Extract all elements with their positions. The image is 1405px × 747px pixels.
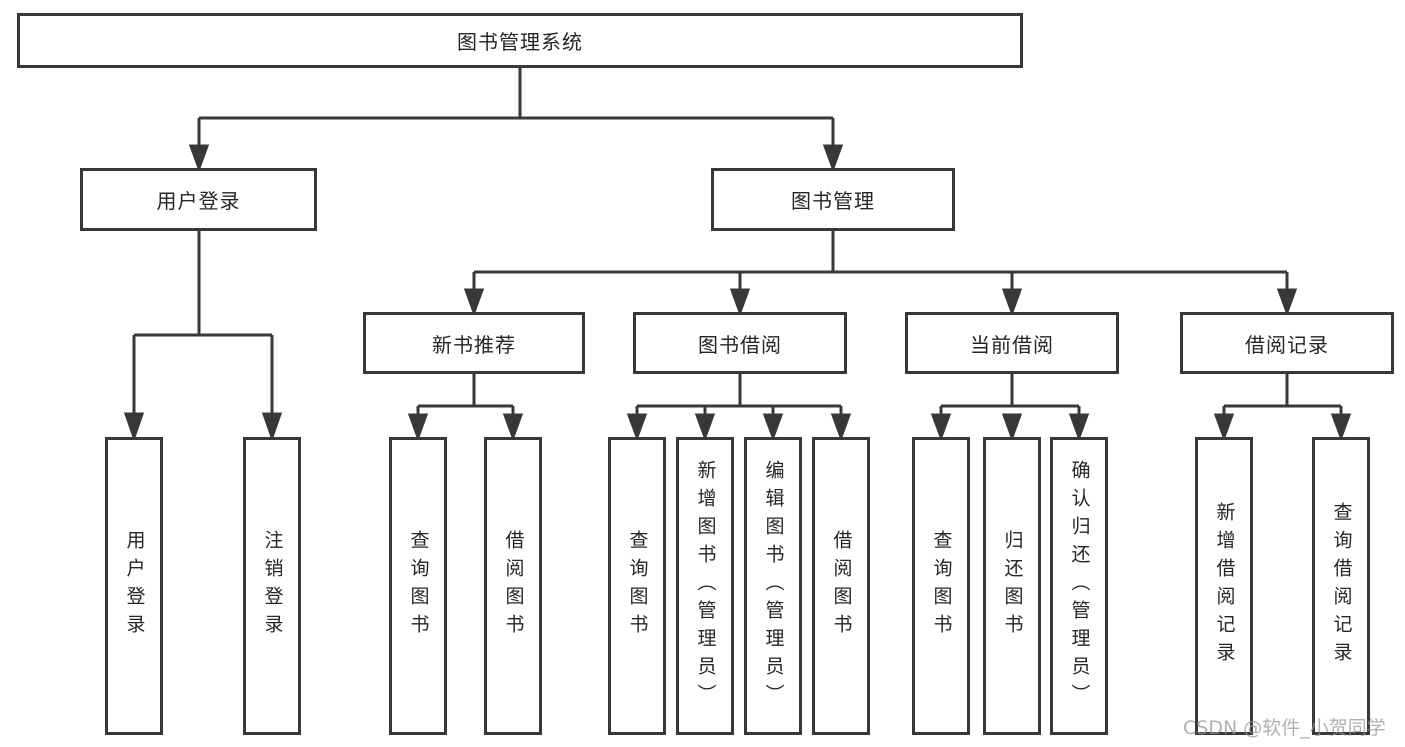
node-book-borrowing: 图书借阅: [633, 312, 847, 374]
leaf-return-books: 归还图书: [983, 437, 1041, 735]
node-book-borrowing-label: 图书借阅: [698, 332, 782, 357]
leaf-logout-label: 注销登录: [261, 530, 284, 642]
node-book-management-label: 图书管理: [791, 189, 875, 213]
leaf-add-books-admin-label: 新增图书（管理员）: [694, 460, 717, 712]
node-book-management: 图书管理: [711, 168, 955, 231]
node-current-borrowing: 当前借阅: [905, 312, 1119, 374]
leaf-borrow-books-2: 借阅图书: [812, 437, 870, 735]
node-current-borrowing-label: 当前借阅: [970, 332, 1054, 357]
leaf-query-borrow-record: 查询借阅记录: [1312, 437, 1370, 735]
leaf-query-borrow-record-label: 查询借阅记录: [1330, 502, 1353, 670]
csdn-watermark: CSDN @软件_小贺同学: [1183, 717, 1386, 739]
leaf-confirm-return-admin: 确认归还（管理员）: [1050, 437, 1108, 735]
node-user-login-branch: 用户登录: [80, 168, 317, 231]
leaf-add-borrow-record: 新增借阅记录: [1195, 437, 1253, 735]
connector-root-to-level2: [188, 68, 844, 173]
node-library-management-system-label: 图书管理系统: [457, 30, 583, 54]
node-borrow-records-label: 借阅记录: [1245, 332, 1329, 357]
leaf-borrow-books-1-label: 借阅图书: [502, 530, 525, 642]
leaf-query-books-1-label: 查询图书: [407, 530, 430, 642]
leaf-user-login-label: 用户登录: [123, 530, 146, 642]
node-new-book-recommend-label: 新书推荐: [432, 332, 516, 357]
connector-book-borrowing-to-leaves: [626, 374, 852, 442]
connector-new-book-to-leaves: [407, 374, 524, 442]
leaf-query-books-2: 查询图书: [608, 437, 666, 735]
leaf-add-borrow-record-label: 新增借阅记录: [1213, 502, 1236, 670]
leaf-confirm-return-admin-label: 确认归还（管理员）: [1068, 460, 1091, 712]
leaf-add-books-admin: 新增图书（管理员）: [676, 437, 734, 735]
leaf-query-books-3: 查询图书: [912, 437, 970, 735]
leaf-edit-books-admin-label: 编辑图书（管理员）: [762, 460, 785, 712]
node-borrow-records: 借阅记录: [1180, 312, 1394, 374]
leaf-borrow-books-2-label: 借阅图书: [830, 530, 853, 642]
leaf-logout: 注销登录: [243, 437, 301, 735]
connector-book-management-to-level3: [463, 231, 1298, 317]
leaf-return-books-label: 归还图书: [1001, 530, 1024, 642]
leaf-query-books-3-label: 查询图书: [930, 530, 953, 642]
connector-current-borrowing-to-leaves: [930, 374, 1090, 442]
node-new-book-recommend: 新书推荐: [363, 312, 585, 374]
node-user-login-branch-label: 用户登录: [156, 189, 241, 213]
leaf-user-login: 用户登录: [105, 437, 163, 735]
leaf-query-books-2-label: 查询图书: [626, 530, 649, 642]
leaf-query-books-1: 查询图书: [389, 437, 447, 735]
connector-user-login-to-leaves: [123, 231, 283, 442]
leaf-borrow-books-1: 借阅图书: [484, 437, 542, 735]
connector-borrow-records-to-leaves: [1213, 374, 1352, 442]
node-library-management-system: 图书管理系统: [17, 13, 1023, 68]
leaf-edit-books-admin: 编辑图书（管理员）: [744, 437, 802, 735]
